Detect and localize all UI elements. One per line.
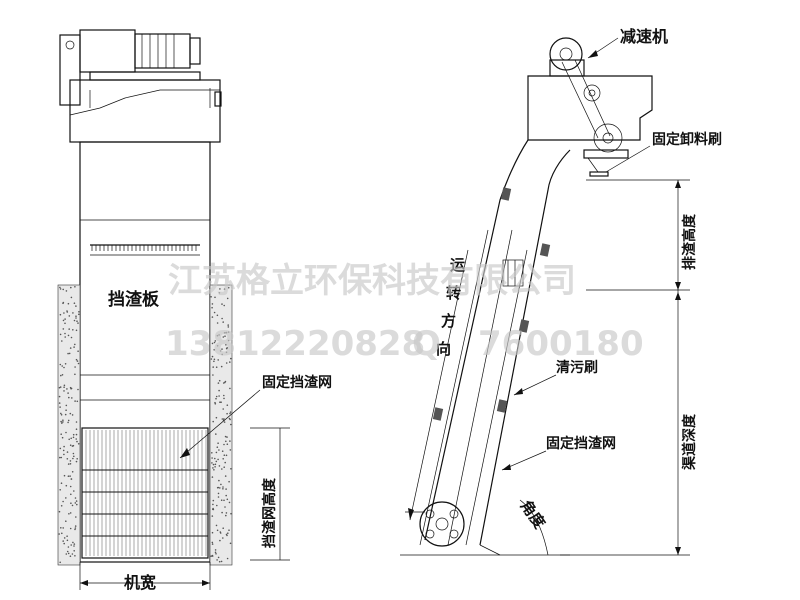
label-rotate-2: 转 bbox=[446, 284, 461, 302]
ground-left bbox=[57, 284, 81, 566]
label-reducer: 减速机 bbox=[620, 27, 668, 46]
watermark: 江苏格立环保科技有限公司 13812220828 Q 7600180 bbox=[165, 261, 644, 364]
label-rotate-4: 向 bbox=[436, 340, 451, 358]
watermark-qq: 7600180 bbox=[478, 324, 644, 364]
label-discharge-brush: 固定卸料刷 bbox=[652, 131, 722, 148]
front-view: 挡渣板 固定挡渣网 挡渣网高度 机宽 bbox=[57, 29, 332, 592]
label-channel-depth: 渠道深度 bbox=[681, 413, 698, 471]
head-box bbox=[69, 79, 221, 143]
label-rotate-1: 运 bbox=[450, 256, 465, 274]
label-cleaning-brush: 清污刷 bbox=[556, 359, 598, 376]
watermark-phone: 13812220828 bbox=[165, 324, 425, 364]
label-machine-width: 机宽 bbox=[124, 573, 156, 592]
label-rotate-3: 方 bbox=[441, 312, 456, 330]
bottom-sprocket bbox=[419, 501, 465, 547]
label-discharge-height: 排渣高度 bbox=[681, 213, 698, 270]
watermark-qq-prefix: Q bbox=[412, 324, 441, 364]
label-screen-height: 挡渣网高度 bbox=[261, 477, 278, 548]
label-fixed-screen-right: 固定挡渣网 bbox=[546, 435, 616, 452]
watermark-company: 江苏格立环保科技有限公司 bbox=[168, 261, 576, 301]
cleaning-brushes bbox=[432, 187, 551, 421]
inclined-frame bbox=[424, 139, 571, 546]
motor-assembly bbox=[59, 29, 201, 106]
label-angle: 角度 bbox=[517, 497, 550, 533]
label-fixed-screen-left: 固定挡渣网 bbox=[262, 374, 332, 391]
label-dang-zha-ban: 挡渣板 bbox=[108, 289, 160, 310]
rotation-direction: 运 转 方 向 bbox=[408, 249, 469, 521]
fixed-screen-grid bbox=[81, 427, 209, 559]
brush-teeth bbox=[91, 245, 197, 251]
